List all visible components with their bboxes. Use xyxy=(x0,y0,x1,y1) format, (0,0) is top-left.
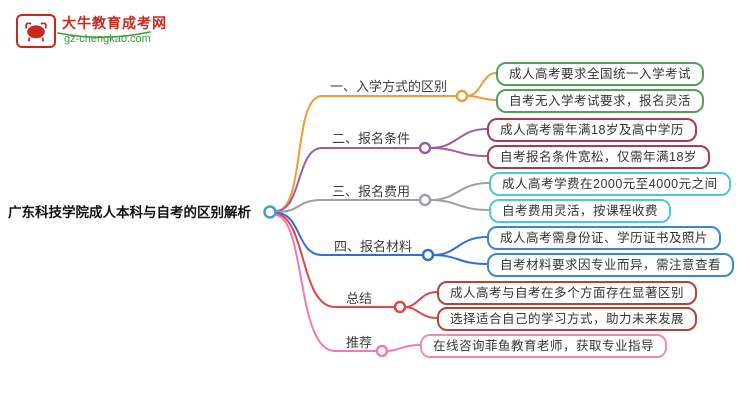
child-node: 自考无入学考试要求，报名灵活 xyxy=(496,89,705,113)
branch-node-circle xyxy=(393,300,407,314)
logo: 大牛教育成考网 gz-chengkao.com xyxy=(16,14,167,48)
child-line xyxy=(404,291,438,308)
bull-logo-icon xyxy=(16,14,56,48)
branch-node-circle xyxy=(375,344,389,358)
branch-line xyxy=(275,212,423,256)
branch-label-registration-requirements: 二、报名条件 xyxy=(332,131,411,146)
child-line xyxy=(432,254,488,265)
branch-label-recommendation: 推荐 xyxy=(346,335,373,350)
logo-swoosh xyxy=(57,31,151,38)
child-node: 成人高考学费在2000元至4000元之间 xyxy=(489,172,731,196)
branch-line xyxy=(275,95,457,212)
branch-line xyxy=(275,199,420,213)
central-node-circle xyxy=(263,205,277,219)
branch-line xyxy=(275,214,377,352)
child-node: 在线咨询菲鱼教育老师，获取专业指导 xyxy=(420,334,668,358)
child-node: 成人高考需身份证、学历证书及照片 xyxy=(487,226,722,250)
branch-line xyxy=(275,147,420,212)
branch-line xyxy=(275,213,395,308)
child-node: 自考材料要求因专业而异，需注意查看 xyxy=(487,253,735,277)
child-node: 成人高考与自考在多个方面存在显著区别 xyxy=(437,281,698,305)
child-node: 自考费用灵活，按课程收费 xyxy=(489,199,672,223)
branch-label-registration-fees: 三、报名费用 xyxy=(332,184,411,199)
branch-node-circle xyxy=(455,89,469,103)
child-line xyxy=(429,199,490,211)
branch-node-circle xyxy=(421,248,435,262)
child-node: 选择适合自己的学习方式，助力未来发展 xyxy=(437,307,698,331)
child-line xyxy=(386,344,421,352)
child-line xyxy=(432,236,488,256)
branch-node-circle xyxy=(418,141,432,155)
branch-label-summary: 总结 xyxy=(346,291,373,306)
child-line xyxy=(466,95,497,101)
logo-title: 大牛教育成考网 xyxy=(62,15,167,31)
child-line xyxy=(429,147,488,157)
child-node: 成人高考需年满18岁及高中学历 xyxy=(487,118,697,142)
child-line xyxy=(429,182,490,201)
branch-label-enrollment-method: 一、入学方式的区别 xyxy=(330,79,448,94)
branch-node-circle xyxy=(418,193,432,207)
bull-icon xyxy=(25,22,47,42)
branch-label-registration-materials: 四、报名材料 xyxy=(334,239,413,254)
child-line xyxy=(466,72,497,97)
child-node: 成人高考要求全国统一入学考试 xyxy=(496,62,705,86)
child-node: 自考报名条件宽松，仅需年满18岁 xyxy=(487,145,710,169)
child-line xyxy=(429,128,488,149)
logo-text: 大牛教育成考网 gz-chengkao.com xyxy=(62,14,167,46)
central-topic: 广东科技学院成人本科与自考的区别解析 xyxy=(8,205,251,220)
child-line xyxy=(404,306,438,319)
logo-url: gz-chengkao.com xyxy=(64,33,151,45)
